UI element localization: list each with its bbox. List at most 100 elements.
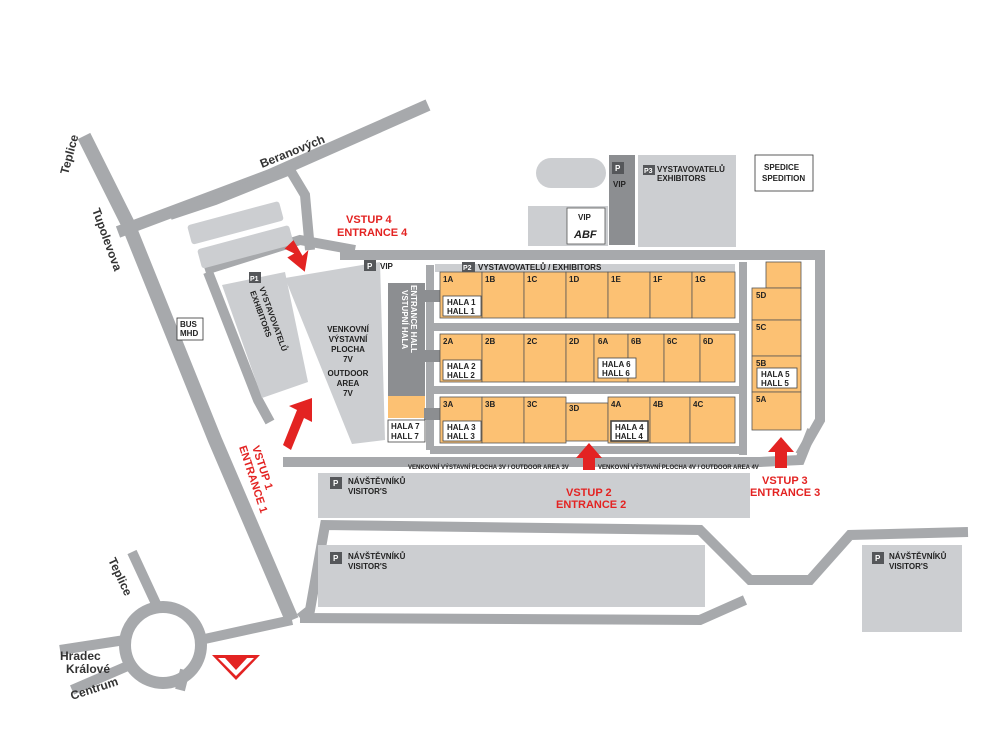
label-1B: 1B [485,275,495,284]
cell-3D[interactable] [565,402,609,442]
entrance-4-en: ENTRANCE 4 [337,227,408,239]
label-6A: 6A [598,337,608,346]
abf-logo: ABF [573,229,597,241]
hall-7-block[interactable] [388,396,425,418]
bus-stop-box[interactable] [176,317,204,341]
hall-row-3: 3A 3B 3C 3D 4A 4B 4C HALA 3 HALL 3 HALA … [439,396,736,444]
hall-4-cz: HALA 4 [615,423,644,432]
label-6B: 6B [631,337,641,346]
hall-1-badge[interactable] [442,295,482,317]
hall-4-en: HALL 4 [615,432,643,441]
connector-1 [424,290,440,302]
label-2A: 2A [443,337,453,346]
p-icon-visitors-1 [330,477,342,489]
p-icon-visitors-2 [330,552,342,564]
cell-1D[interactable] [565,271,609,319]
p3-letter: P3 [644,168,653,175]
label-2B: 2B [485,337,495,346]
spedition-label: SPEDITION [762,174,805,183]
cell-1E[interactable] [607,271,651,319]
parking-p2-strip [435,264,735,272]
parking-strip-1 [187,201,284,245]
vip-abf-box[interactable] [566,207,606,245]
label-1E: 1E [611,275,621,284]
entrance-3-en: ENTRANCE 3 [750,487,820,499]
cell-6D[interactable] [699,333,736,383]
parking-p1 [222,272,308,398]
cell-1G[interactable] [691,271,736,319]
cell-5-top[interactable] [765,261,802,289]
connector-3 [424,408,440,420]
cell-5A[interactable] [751,391,802,431]
hall-3-cz: HALA 3 [447,423,476,432]
hall-3-badge[interactable] [442,420,482,442]
hall-5-en: HALL 5 [761,379,789,388]
hall-3-en: HALL 3 [447,432,475,441]
hall-6-en: HALL 6 [602,369,630,378]
hall-2-cz: HALA 2 [447,362,476,371]
cell-5D[interactable] [751,287,802,321]
hall-column-5: 5D 5C 5B 5A HALA 5 HALL 5 [751,261,802,431]
p3-label-en: EXHIBITORS [657,174,706,183]
label-1G: 1G [695,275,706,284]
hall-2-badge[interactable] [442,359,482,381]
label-4A: 4A [611,400,621,409]
hall-7-cz: HALA 7 [391,422,420,431]
bus-label: BUS [180,320,198,329]
cell-3B[interactable] [481,396,525,444]
entrance-arrows [281,236,794,470]
label-2C: 2C [527,337,537,346]
label-4B: 4B [653,400,663,409]
outdoor-7v-line-7: 7V [343,389,353,398]
label-3A: 3A [443,400,453,409]
hall-7-badge[interactable] [387,419,426,443]
visitors-3-cz: NÁVŠTĚVNÍKŮ [889,551,947,561]
p-letter-vip: P [367,262,373,271]
entrance-4-cz: VSTUP 4 [346,214,393,226]
outdoor-7v-line-6: AREA [337,379,360,388]
cell-2D[interactable] [565,333,595,383]
entrance-hall-label-2: ENTRANCE HALL [409,285,418,353]
hall-5-badge[interactable] [756,367,798,389]
label-5C: 5C [756,323,766,332]
p3-label-cz: VYSTAVOVATELŮ [657,164,725,174]
entrance-hall[interactable] [388,283,425,396]
p2-letter: P2 [463,265,472,272]
outdoor-7v-label: VENKOVNÍ VÝSTAVNÍ PLOCHA 7V OUTDOOR AREA… [327,325,370,398]
p-icon-vip [364,260,376,271]
label-2D: 2D [569,337,579,346]
road-hradec: Hradec [60,649,101,663]
p1-icon [249,272,261,283]
hall-row-1: 1A 1B 1C 1D 1E 1F 1G HALA 1 HALL 1 [439,271,736,319]
arrow-entrance-4[interactable] [281,236,317,276]
p-letter-vip-building: P [615,164,621,173]
hall-4-badge[interactable] [610,420,649,442]
arrow-entrance-1[interactable] [283,398,312,450]
cell-6C[interactable] [663,333,701,383]
visitors-1-en: VISITOR'S [348,487,388,496]
arrow-entrance-3[interactable] [768,437,794,468]
label-5D: 5D [756,291,766,300]
vip-oval [536,158,606,188]
parking-visitors-2 [318,545,705,607]
p-letter-visitors-3: P [875,554,881,563]
cell-1C[interactable] [523,271,567,319]
label-6D: 6D [703,337,713,346]
arrow-entrance-2[interactable] [576,443,602,470]
outdoor-7v-line-1: VENKOVNÍ [327,325,370,334]
vip-abf-label: VIP [578,213,592,222]
parking-strip-2 [197,225,294,269]
cell-4B[interactable] [649,396,691,444]
entrance-2-en: ENTRANCE 2 [556,499,626,511]
cell-4C[interactable] [689,396,736,444]
label-3C: 3C [527,400,537,409]
hall-6-badge[interactable] [597,357,637,379]
outdoor-3v-label: VENKOVNÍ VÝSTAVNÍ PLOCHA 3V / OUTDOOR AR… [408,463,569,471]
outdoor-7v-line-5: OUTDOOR [328,369,369,378]
label-1F: 1F [653,275,662,284]
road-kralove: Králové [66,662,110,676]
cell-1B[interactable] [481,271,525,319]
cell-1F[interactable] [649,271,693,319]
spedice-box[interactable] [754,154,814,192]
p-letter-visitors-2: P [333,554,339,563]
